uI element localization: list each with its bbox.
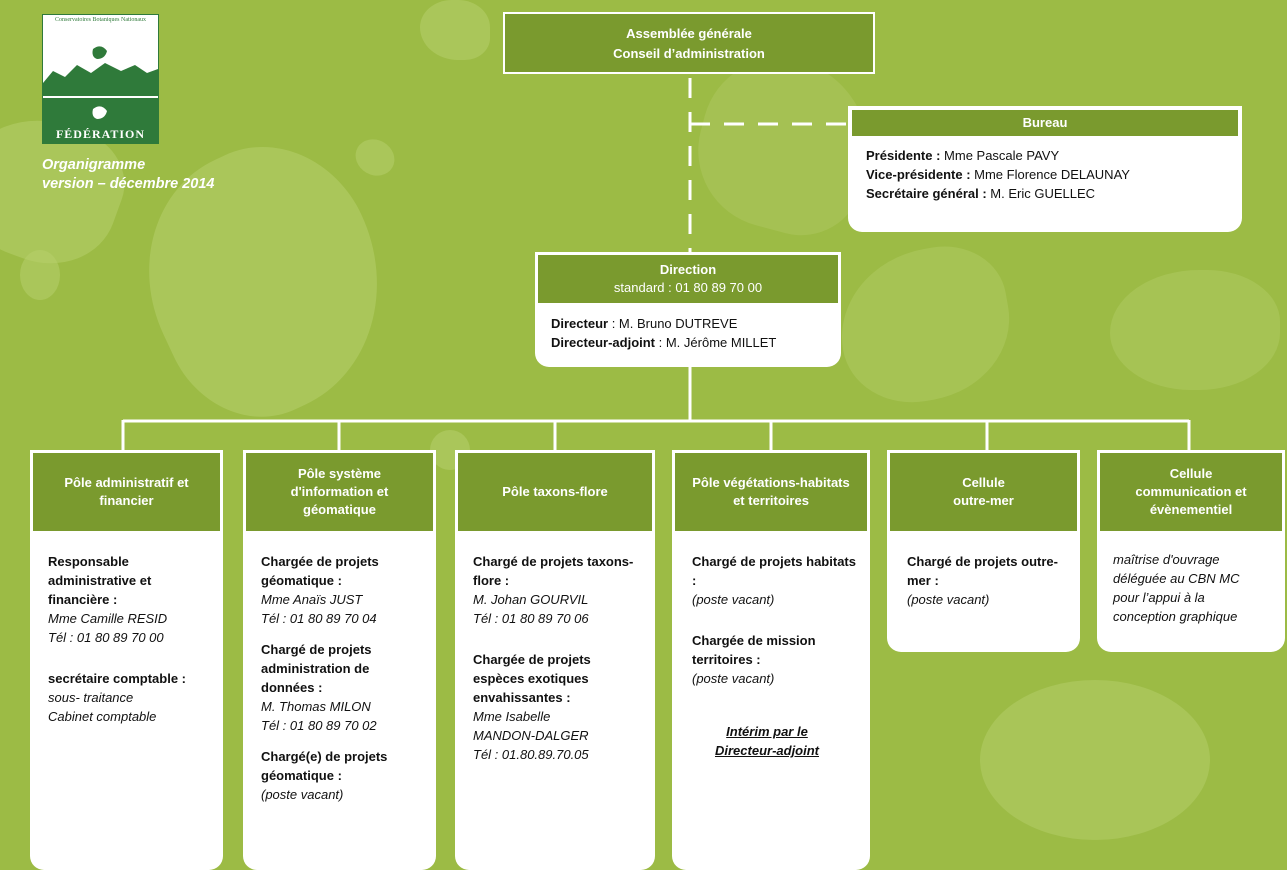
pole-taxons-panel: Pôle taxons-flore Chargé de projets taxo… [455,450,655,870]
staff-name: (poste vacant) [692,592,775,607]
direction-person: : M. Jérôme MILLET [655,335,777,350]
direction-panel: Direction standard : 01 80 89 70 00 Dire… [535,252,841,367]
federation-logo: Conservatoires Botaniques Nationaux FÉDÉ… [42,14,159,144]
staff-name: Cabinet comptable [48,709,157,724]
staff-name: MANDON-DALGER [473,728,589,743]
staff-role: Chargé de projets taxons-flore : [473,554,634,588]
pole-vegetations-staff: Chargé de projets habitats : (poste vaca… [682,552,866,760]
direction-role: Directeur [551,316,609,331]
cellule-outremer-header: Cellule outre-mer [890,453,1077,531]
pole-title: Pôle système d'information et géomatique [290,466,389,517]
pole-title: Pôle taxons-flore [502,484,608,499]
direction-standard: standard : 01 80 89 70 00 [613,280,763,295]
direction-row: Directeur : M. Bruno DUTREVE [551,314,776,333]
staff-phone: Tél : 01 80 89 70 06 [473,611,589,626]
staff-role: secrétaire comptable : [48,671,187,686]
logo-federation-text: FÉDÉRATION [43,125,158,143]
direction-row: Directeur-adjoint : M. Jérôme MILLET [551,333,776,352]
staff-phone: Tél : 01.80.89.70.05 [473,747,589,762]
caption-line-2: version – décembre 2014 [42,176,215,192]
staff-role: Chargé de projets habitats : [692,554,856,588]
cellule-communication-text: maîtrise d'ouvrage déléguée au CBN MC po… [1113,552,1240,624]
background-leaf [420,0,490,60]
pole-title: Pôle administratif et financier [64,475,189,508]
pole-sig-header: Pôle système d'information et géomatique [246,453,433,531]
bureau-person: Mme Florence DELAUNAY [970,167,1130,182]
pole-sig-panel: Pôle système d'information et géomatique… [243,450,436,870]
staff-role: Chargée de projets géomatique : [261,554,379,588]
cellule-communication-header: Cellule communication et évènementiel [1100,453,1282,531]
pole-taxons-staff: Chargé de projets taxons-flore : M. Joha… [463,552,651,764]
chart-caption: Organigramme version – décembre 2014 [42,156,215,194]
pole-admin-panel: Pôle administratif et financier Responsa… [30,450,223,870]
staff-role: Chargé de projets outre-mer : [907,554,1058,588]
interim-note: Directeur-adjoint [714,743,819,758]
staff-name: M. Johan GOURVIL [473,592,589,607]
staff-name: M. Thomas MILON [261,699,371,714]
interim-note: Intérim par le [726,724,808,739]
staff-phone: Tél : 01 80 89 70 04 [261,611,377,626]
staff-name: Mme Camille RESID [48,611,168,626]
staff-role: Responsable administrative et financière… [48,554,152,607]
staff-name: (poste vacant) [907,592,990,607]
staff-name: Mme Isabelle [473,709,551,724]
staff-name: (poste vacant) [261,787,344,802]
staff-name: sous- traitance [48,690,134,705]
background-leaf [20,250,60,300]
cellule-outremer-staff: Chargé de projets outre-mer : (poste vac… [897,552,1076,609]
cellule-outremer-panel: Cellule outre-mer Chargé de projets outr… [887,450,1080,652]
pole-title: Cellule outre-mer [953,475,1014,508]
bureau-title: Bureau [852,110,1238,136]
staff-phone: Tél : 01 80 89 70 02 [261,718,377,733]
staff-role: Chargé de projets administration de donn… [261,642,372,695]
assemblee-line-1: Assemblée générale [626,26,752,41]
direction-header: Direction standard : 01 80 89 70 00 [538,255,838,303]
staff-role: Chargée de mission territoires : [692,633,816,667]
assemblee-line-2: Conseil d’administration [613,46,765,61]
bureau-person: Mme Pascale PAVY [940,148,1060,163]
pole-vegetations-header: Pôle végétations-habitats et territoires [675,453,867,531]
pole-sig-staff: Chargée de projets géomatique : Mme Anaï… [251,552,432,804]
bureau-role: Vice-présidente : [866,167,971,182]
bureau-person: M. Eric GUELLEC [986,186,1096,201]
pole-title: Pôle végétations-habitats et territoires [692,475,850,508]
pole-vegetations-panel: Pôle végétations-habitats et territoires… [672,450,870,870]
bureau-row: Vice-présidente : Mme Florence DELAUNAY [866,165,1130,184]
cellule-communication-panel: Cellule communication et évènementiel ma… [1097,450,1285,652]
direction-members: Directeur : M. Bruno DUTREVE Directeur-a… [551,314,776,352]
bureau-role: Présidente : [866,148,941,163]
staff-role: Chargé(e) de projets géomatique : [261,749,388,783]
staff-name: (poste vacant) [692,671,775,686]
bureau-row: Secrétaire général : M. Eric GUELLEC [866,184,1130,203]
staff-name: Mme Anaïs JUST [261,592,363,607]
bureau-title-text: Bureau [1022,115,1068,130]
bureau-members: Présidente : Mme Pascale PAVY Vice-prési… [866,146,1130,203]
staff-phone: Tél : 01 80 89 70 00 [48,630,164,645]
direction-role: Directeur-adjoint [551,335,656,350]
direction-title: Direction [659,262,717,277]
pole-admin-staff: Responsable administrative et financière… [38,552,219,726]
logo-top-text: Conservatoires Botaniques Nationaux [55,17,146,23]
bureau-role: Secrétaire général : [866,186,987,201]
logo-mountain-graphic [43,46,158,127]
direction-person: : M. Bruno DUTREVE [608,316,738,331]
pole-admin-header: Pôle administratif et financier [33,453,220,531]
bureau-row: Présidente : Mme Pascale PAVY [866,146,1130,165]
bureau-panel: Bureau Présidente : Mme Pascale PAVY Vic… [848,106,1242,232]
pole-taxons-header: Pôle taxons-flore [458,453,652,531]
pole-title: Cellule communication et évènementiel [1135,466,1247,517]
background-leaf [1110,270,1280,390]
background-leaf [980,680,1210,840]
staff-role: Chargée de projets espèces exotiques env… [473,652,591,705]
assemblee-generale-box: Assemblée générale Conseil d’administrat… [503,12,875,74]
caption-line-1: Organigramme [42,157,146,173]
